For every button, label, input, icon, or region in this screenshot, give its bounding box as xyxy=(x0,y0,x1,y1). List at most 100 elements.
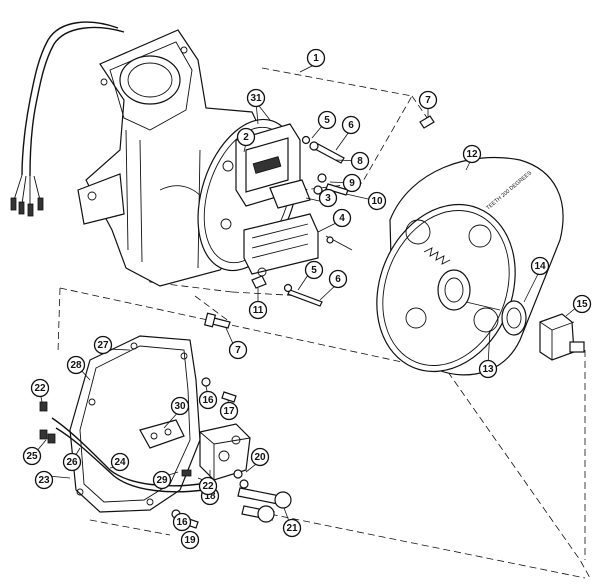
callout-number: 11 xyxy=(253,305,264,316)
callout-number: 21 xyxy=(286,523,298,534)
callout-number: 25 xyxy=(26,451,38,462)
callout-p5b: 5 xyxy=(304,260,324,280)
callout-circle xyxy=(462,144,482,164)
callout-p4: 4 xyxy=(332,208,352,228)
lower-wiring xyxy=(39,401,205,493)
callout-p26: 26 xyxy=(62,452,82,472)
callout-circle xyxy=(572,294,592,314)
callout-circle xyxy=(172,512,192,532)
callout-circle xyxy=(198,390,218,410)
callout-number: 15 xyxy=(576,299,588,310)
callout-p17: 17 xyxy=(219,401,239,421)
callout-p6a: 6 xyxy=(341,115,361,135)
callout-p30: 30 xyxy=(170,396,190,416)
callout-p22a: 22 xyxy=(30,378,50,398)
callout-number: 26 xyxy=(66,457,78,468)
callout-p31: 31 xyxy=(246,88,266,108)
callout-number: 10 xyxy=(371,196,383,207)
flywheel: TEETH 200 DEGREES xyxy=(376,156,564,376)
callout-number: 5 xyxy=(311,265,317,276)
callout-number: 27 xyxy=(97,340,109,351)
callout-p27: 27 xyxy=(93,335,113,355)
callout-number: 1 xyxy=(313,53,319,64)
callout-circle xyxy=(246,88,266,108)
callout-number: 22 xyxy=(34,383,46,394)
callout-circle xyxy=(198,476,218,496)
callout-p28: 28 xyxy=(66,355,86,375)
callout-circle xyxy=(367,191,387,211)
callout-p9: 9 xyxy=(342,173,362,193)
callout-circle xyxy=(62,452,82,472)
callout-p16a: 16 xyxy=(198,390,218,410)
callout-p29: 29 xyxy=(152,470,172,490)
callout-p6b: 6 xyxy=(328,269,348,289)
callout-p21: 21 xyxy=(282,518,302,538)
callout-circle xyxy=(282,518,302,538)
callout-number: 12 xyxy=(466,149,478,160)
callout-p20: 20 xyxy=(250,447,270,467)
callout-number: 24 xyxy=(114,457,126,468)
callout-circle xyxy=(34,470,54,490)
callout-number: 4 xyxy=(339,213,345,224)
callout-circle xyxy=(317,110,337,130)
callout-circle xyxy=(328,269,348,289)
callout-number: 16 xyxy=(176,517,188,528)
callout-circle xyxy=(22,446,42,466)
callout-circle xyxy=(342,173,362,193)
cover-plate xyxy=(69,335,201,513)
callout-circle xyxy=(66,355,86,375)
callout-circle xyxy=(110,452,130,472)
callout-p25: 25 xyxy=(22,446,42,466)
callout-p11: 11 xyxy=(248,300,268,320)
callout-circle xyxy=(478,359,498,379)
callout-circle xyxy=(250,447,270,467)
callout-number: 20 xyxy=(254,452,266,463)
callout-circle xyxy=(236,127,256,147)
callout-circle xyxy=(332,208,352,228)
callout-number: 9 xyxy=(349,178,355,189)
callout-p22b: 22 xyxy=(198,476,218,496)
callout-p19: 19 xyxy=(180,530,200,550)
callout-number: 3 xyxy=(325,193,331,204)
callout-circle xyxy=(318,188,338,208)
callout-number: 8 xyxy=(357,156,363,167)
callout-number: 17 xyxy=(223,406,235,417)
callout-circle xyxy=(219,401,239,421)
callout-p15: 15 xyxy=(572,294,592,314)
callout-circle xyxy=(170,396,190,416)
callout-circle xyxy=(341,115,361,135)
callout-number: 6 xyxy=(335,274,341,285)
callout-number: 23 xyxy=(38,475,50,486)
stator-fasteners xyxy=(203,115,435,329)
callout-number: 5 xyxy=(324,115,330,126)
callout-p23: 23 xyxy=(34,470,54,490)
callout-number: 14 xyxy=(534,261,546,272)
callout-p8: 8 xyxy=(350,151,370,171)
callout-number: 18 xyxy=(204,491,216,502)
callout-circle xyxy=(228,340,248,360)
regulator-block xyxy=(181,423,292,523)
callout-p12: 12 xyxy=(462,144,482,164)
callout-number: 7 xyxy=(235,345,241,356)
callout-number: 2 xyxy=(243,132,249,143)
callout-number: 16 xyxy=(202,395,214,406)
callout-p1: 1 xyxy=(306,48,326,68)
callout-p24: 24 xyxy=(110,452,130,472)
callout-p10: 10 xyxy=(367,191,387,211)
callout-circle xyxy=(530,256,550,276)
callout-p14: 14 xyxy=(530,256,550,276)
flywheel-nut-washer xyxy=(501,300,585,361)
callout-number: 13 xyxy=(482,364,494,375)
callout-circle xyxy=(304,260,324,280)
callout-number: 28 xyxy=(70,360,82,371)
callout-number: 6 xyxy=(348,120,354,131)
callout-number: 30 xyxy=(174,401,186,412)
callout-circle xyxy=(30,378,50,398)
callout-circle xyxy=(180,530,200,550)
callout-number: 19 xyxy=(184,535,196,546)
wire-harness xyxy=(10,21,125,217)
callout-circle xyxy=(418,90,438,110)
assembly-dashed-lines xyxy=(57,67,591,579)
callout-number: 29 xyxy=(156,475,168,486)
